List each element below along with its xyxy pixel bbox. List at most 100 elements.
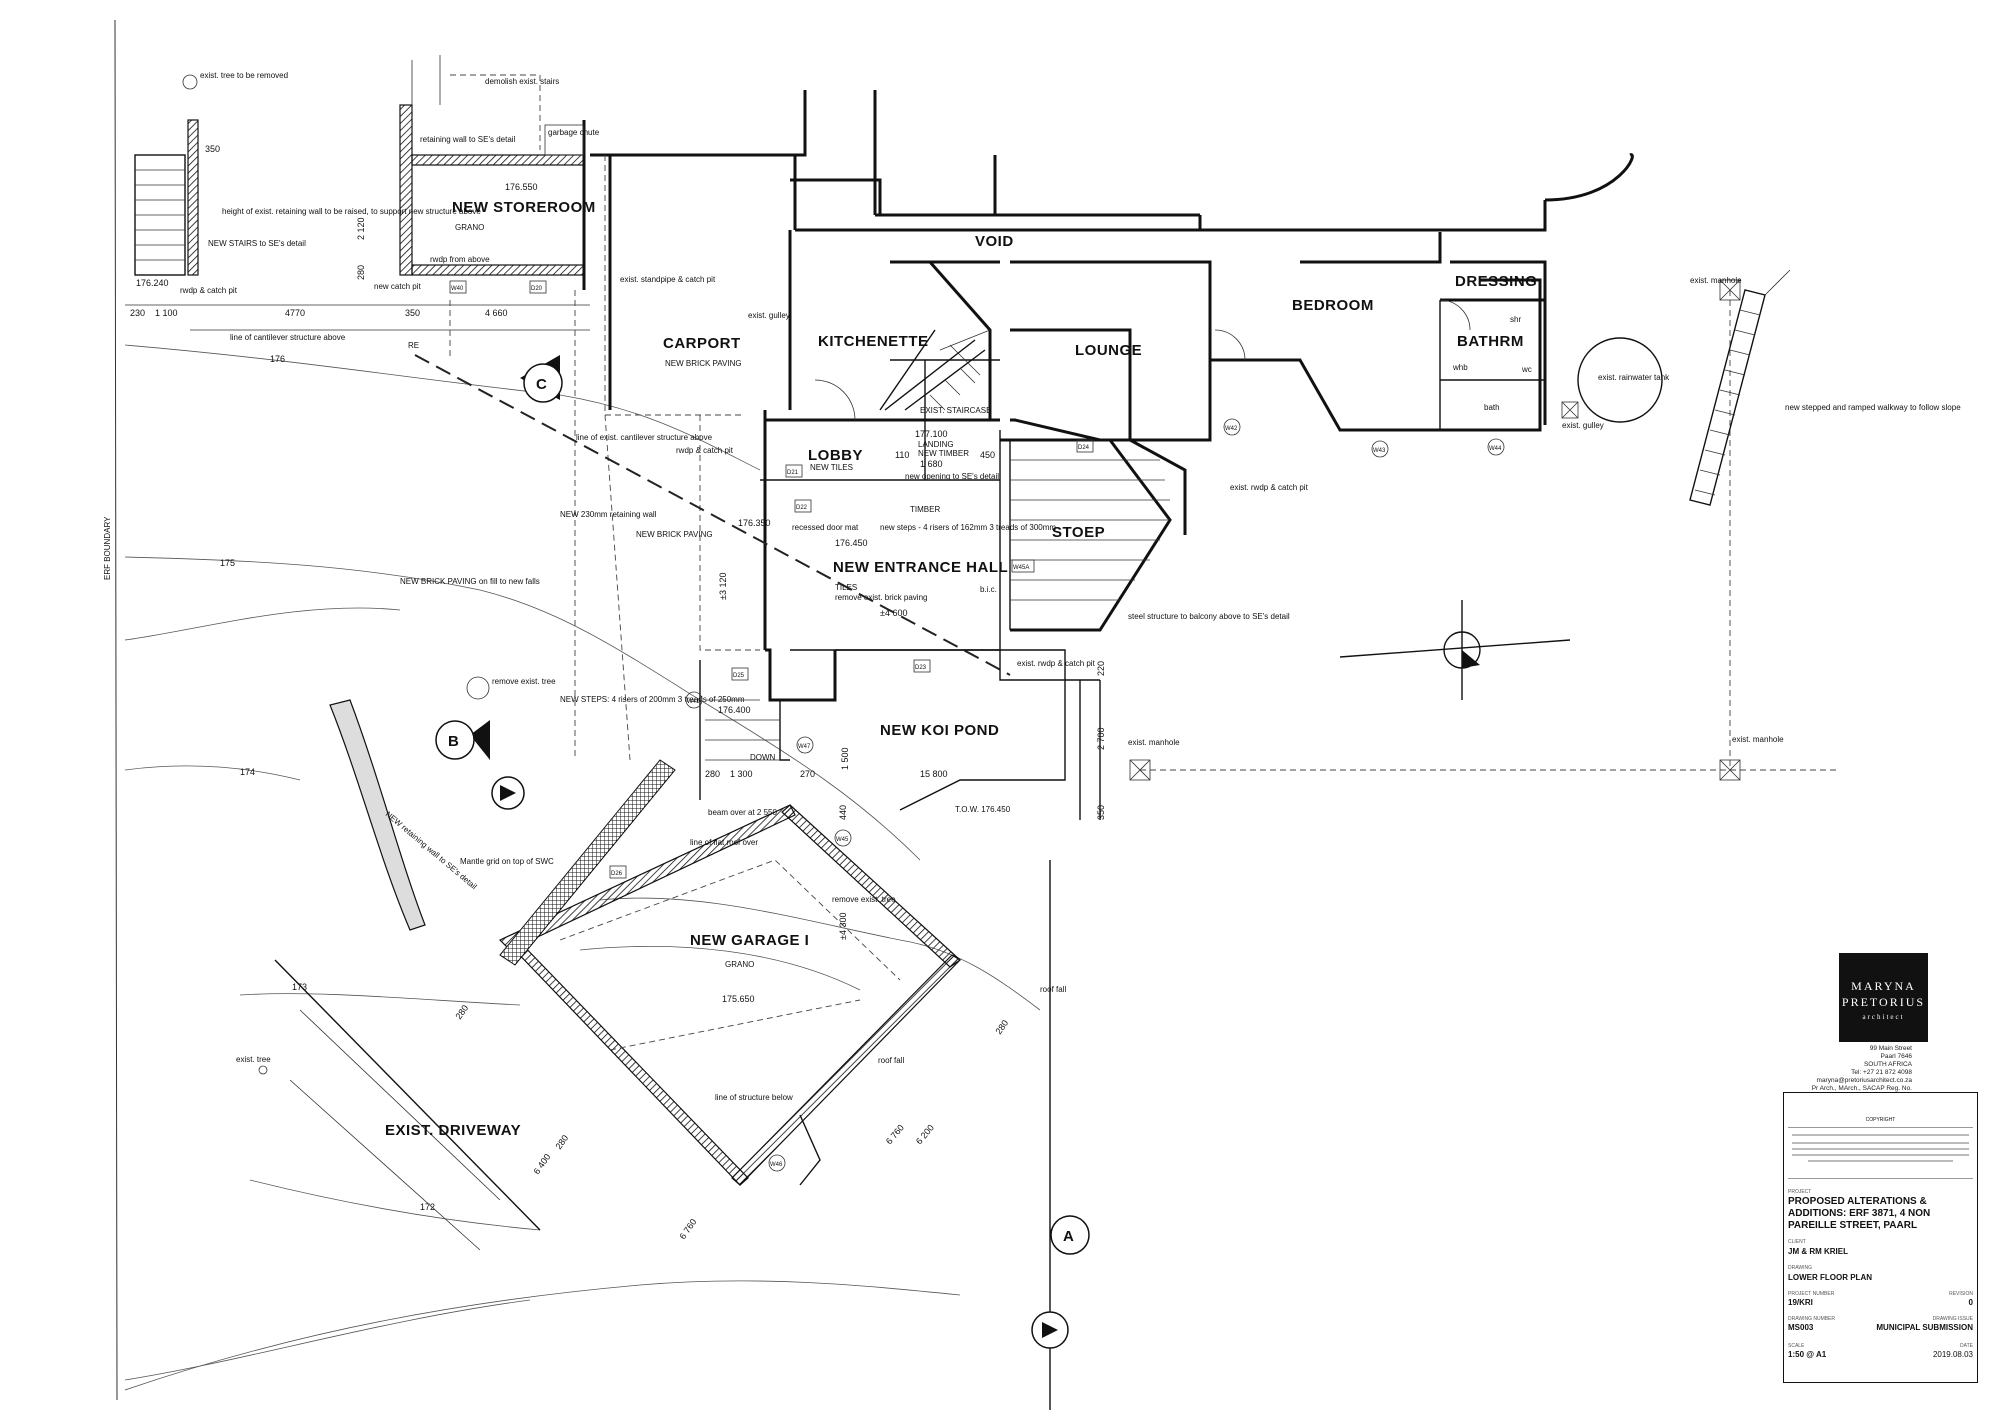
drawing-number-label: DRAWING NUMBER	[1788, 1316, 1836, 1322]
note-recessed-mat: recessed door mat	[792, 523, 859, 532]
note-blc: b.i.c.	[980, 585, 997, 594]
copyright-notice	[1788, 1127, 1973, 1179]
house-walls	[590, 90, 1634, 651]
note-paving-fill: NEW BRICK PAVING on fill to new falls	[400, 577, 540, 586]
garage-grano: GRANO	[725, 960, 754, 969]
svg-text:W42: W42	[1225, 426, 1238, 432]
dim-4300: ±4 300	[838, 913, 848, 940]
dim-string-top	[125, 304, 590, 331]
dim-110: 110	[895, 450, 909, 460]
dim-15800: 15 800	[920, 769, 948, 779]
note-exist-cantilever: line of exist. cantilever structure abov…	[576, 433, 713, 442]
carport-paving: NEW BRICK PAVING	[665, 359, 742, 368]
dim-440: 440	[838, 805, 848, 820]
section-marker-c: C	[520, 355, 563, 403]
koi-pond-walls	[699, 648, 1101, 820]
room-lounge: LOUNGE	[1075, 342, 1142, 359]
svg-text:A: A	[1063, 1228, 1074, 1245]
note-structure-below: line of structure below	[715, 1093, 793, 1102]
dim-2120: 2 120	[356, 217, 366, 240]
note-roof-fall-1: roof fall	[1040, 985, 1066, 994]
note-exist-rwdp-stoep: exist. rwdp & catch pit	[1230, 483, 1309, 492]
dim-220: 220	[1096, 661, 1106, 676]
dim-450: 450	[980, 450, 995, 460]
level-176-550: 176.550	[505, 182, 538, 192]
logo-name-2: PRETORIUS	[1841, 995, 1926, 1009]
elevation-marker-1	[491, 776, 525, 810]
svg-text:D25: D25	[733, 673, 745, 679]
erf-boundary-label: ERF BOUNDARY	[103, 516, 112, 580]
note-exist-staircase: EXIST. STAIRCASE	[920, 406, 991, 415]
note-new-opening: new opening to SE's detail	[905, 472, 999, 481]
label-re: RE	[408, 341, 419, 350]
dim-1680: 1 680	[920, 459, 943, 469]
exist-staircase	[884, 339, 986, 411]
note-exist-manhole-3: exist. manhole	[1690, 276, 1742, 285]
manhole-1	[1129, 759, 1151, 781]
dim-1500: 1 500	[840, 747, 850, 770]
elevation-marker-2	[1031, 1311, 1069, 1349]
exist-tree-symbol	[258, 1065, 268, 1075]
north-arrow	[1339, 600, 1571, 700]
level-176-350: 176.350	[738, 518, 771, 528]
dim-230: 230	[130, 308, 145, 318]
dim-3120: ±3 120	[718, 573, 728, 600]
room-entrance-hall: NEW ENTRANCE HALL	[833, 559, 1008, 576]
scale-label: SCALE	[1788, 1343, 1805, 1349]
note-height-retaining: height of exist. retaining wall to be ra…	[222, 207, 481, 216]
svg-text:W46: W46	[770, 1162, 783, 1168]
note-mantle-grid: Mantle grid on top of SWC	[460, 857, 554, 866]
room-driveway: EXIST. DRIVEWAY	[385, 1122, 521, 1139]
contour-lines	[124, 344, 1041, 1391]
svg-text:W45: W45	[836, 837, 849, 843]
room-stoep: STOEP	[1052, 524, 1105, 541]
contour-label-176: 176	[270, 354, 285, 364]
date-label: DATE	[1960, 1343, 1973, 1349]
manhole-2	[1719, 759, 1741, 781]
logo-name-1: MARYNA	[1851, 979, 1916, 993]
drawing-label: DRAWING	[1788, 1265, 1812, 1271]
dim-2700: 2 700	[1096, 727, 1106, 750]
address-line: 99 Main Street	[1869, 1045, 1912, 1052]
contour-label-172: 172	[420, 1202, 435, 1212]
contour-label-175: 175	[220, 558, 235, 568]
lobby-tiles: NEW TILES	[810, 463, 853, 472]
svg-text:B: B	[448, 733, 459, 750]
label-bath: bath	[1484, 403, 1500, 412]
svg-text:D22: D22	[796, 505, 808, 511]
note-standpipe: exist. standpipe & catch pit	[620, 275, 716, 284]
dim-280-garage-2: 6 760	[677, 1217, 698, 1241]
dim-280-garage-1: 280	[453, 1003, 470, 1021]
note-exist-manhole-2: exist. manhole	[1732, 735, 1784, 744]
level-175-650: 175.650	[722, 994, 755, 1004]
dim-4770: 4770	[285, 308, 305, 318]
contour-label-173: 173	[292, 982, 307, 992]
dim-270: 270	[800, 769, 815, 779]
drawing-status: MUNICIPAL SUBMISSION	[1876, 1323, 1973, 1332]
note-remove-paving: remove exist. brick paving	[835, 593, 927, 602]
client-name: JM & RM KRIEL	[1788, 1247, 1848, 1256]
gulley-symbol	[1561, 401, 1579, 419]
revision-label: REVISION	[1949, 1291, 1973, 1297]
room-dressing: DRESSING	[1455, 273, 1537, 290]
stepped-walkway	[1689, 269, 1791, 506]
room-storeroom: NEW STOREROOM	[452, 199, 596, 216]
drawing-issue-label: DRAWING ISSUE	[1932, 1316, 1973, 1322]
note-new-steps-entrance: new steps - 4 risers of 162mm 3 treads o…	[880, 523, 1056, 532]
dim-6760-left: 6 400	[531, 1152, 552, 1176]
note-remove-tree: remove exist. tree	[492, 677, 556, 686]
room-lobby: LOBBY	[808, 447, 863, 464]
dim-350-top: 350	[205, 144, 220, 154]
note-remove-exist-tree: remove exist. tree	[832, 895, 896, 904]
level-177-100: 177.100	[915, 429, 948, 439]
note-new-steps-garden: NEW STEPS: 4 risers of 200mm 3 treads of…	[560, 695, 745, 704]
note-new-catch-pit: new catch pit	[374, 282, 421, 291]
section-marker-b: B	[435, 720, 490, 760]
contour-label-174: 174	[240, 767, 255, 777]
note-tree-remove: exist. tree to be removed	[200, 71, 288, 80]
svg-text:D21: D21	[787, 470, 799, 476]
note-down: DOWN	[750, 753, 776, 762]
svg-text:D26: D26	[611, 871, 623, 877]
room-carport: CARPORT	[663, 335, 741, 352]
label-shr: shr	[1510, 315, 1521, 324]
